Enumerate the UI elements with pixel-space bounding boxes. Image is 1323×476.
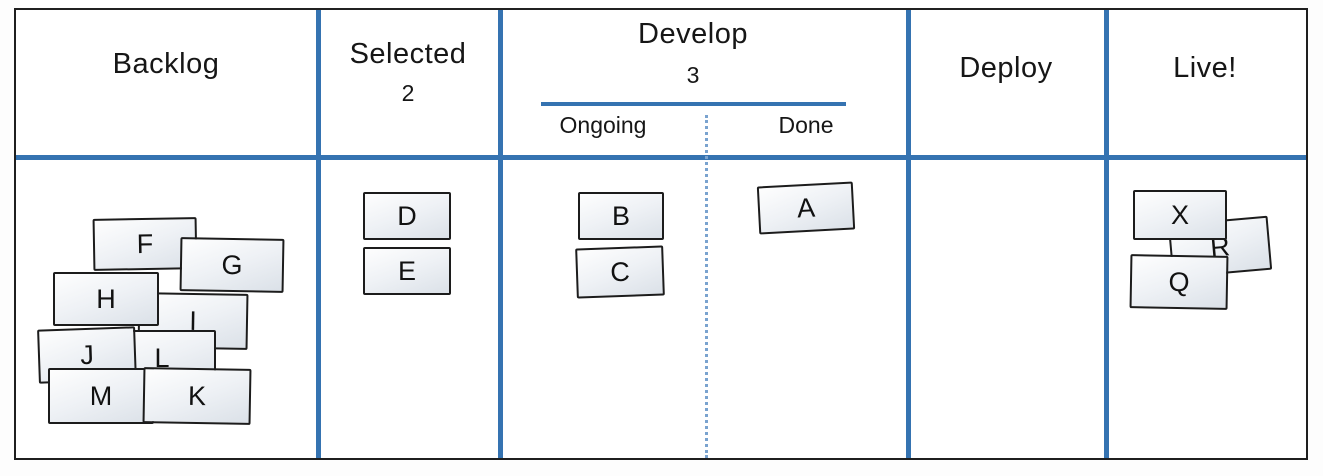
develop-underline bbox=[541, 102, 846, 106]
card-c: C bbox=[575, 245, 665, 299]
column-divider-selected-develop bbox=[498, 10, 503, 458]
card-x: X bbox=[1133, 190, 1227, 240]
card-g: G bbox=[179, 237, 285, 293]
header-divider-line bbox=[16, 155, 1306, 160]
wip-limit-develop: 3 bbox=[686, 62, 700, 88]
ongoing-done-dotted-divider bbox=[705, 115, 708, 458]
column-header-selected: Selected bbox=[349, 38, 467, 70]
sub-column-header-done: Done bbox=[778, 112, 834, 138]
card-a: A bbox=[756, 181, 856, 235]
column-header-live: Live! bbox=[1173, 52, 1237, 84]
column-divider-deploy-live bbox=[1104, 10, 1109, 458]
column-divider-backlog-selected bbox=[316, 10, 321, 458]
column-divider-develop-deploy bbox=[906, 10, 911, 458]
column-header-develop: Develop bbox=[638, 18, 748, 50]
card-m: M bbox=[48, 368, 154, 424]
sub-column-header-ongoing: Ongoing bbox=[559, 112, 647, 138]
card-d: D bbox=[363, 192, 451, 240]
card-e: E bbox=[363, 247, 451, 295]
card-k: K bbox=[142, 367, 252, 425]
wip-limit-selected: 2 bbox=[401, 80, 415, 106]
card-q: Q bbox=[1129, 254, 1229, 310]
column-header-deploy: Deploy bbox=[959, 52, 1053, 84]
column-header-backlog: Backlog bbox=[112, 48, 220, 80]
card-h: H bbox=[53, 272, 159, 326]
kanban-board: Backlog Selected 2 Develop 3 Ongoing Don… bbox=[14, 8, 1308, 460]
card-b: B bbox=[578, 192, 664, 240]
